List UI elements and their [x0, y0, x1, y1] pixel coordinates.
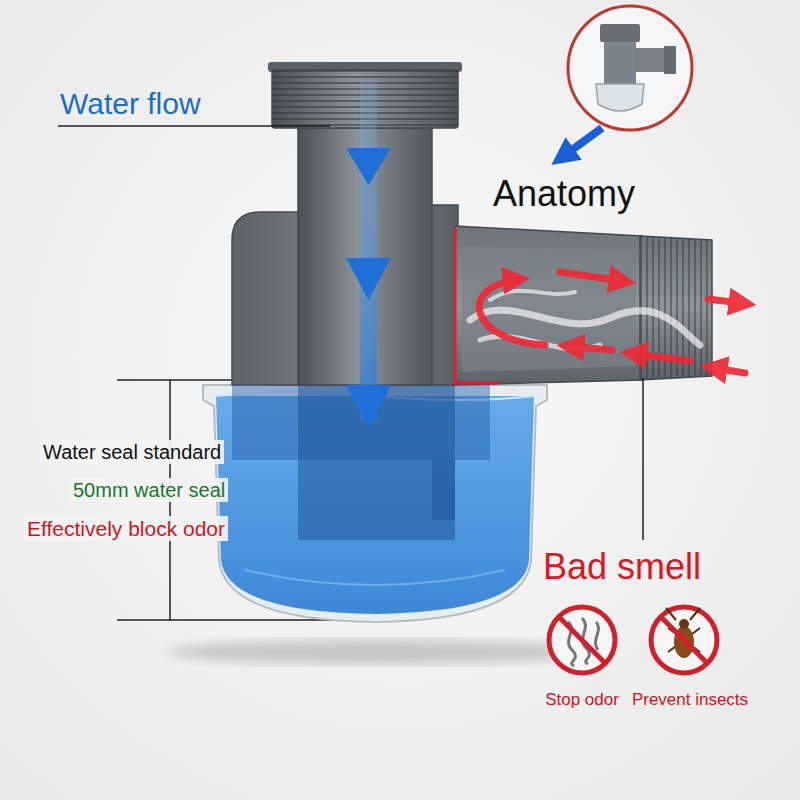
leader-line — [58, 125, 330, 127]
seal-standard-label: Water seal standard — [40, 440, 224, 464]
product-inset — [568, 6, 692, 130]
flow-arrows — [346, 148, 391, 428]
odor-block-label: Effectively block odor — [24, 516, 228, 541]
clear-cup — [203, 385, 547, 622]
no-insect-icon — [651, 607, 717, 673]
inset-pointer — [558, 128, 602, 160]
bad-smell-label: Bad smell — [540, 545, 704, 588]
outlet-pipe — [455, 226, 642, 385]
icon-caption: Stop odor — [542, 690, 622, 710]
flow-label: Water flow — [57, 86, 204, 122]
water-stream — [360, 80, 377, 420]
seal-depth-label: 50mm water seal — [70, 478, 228, 502]
shadow — [168, 640, 588, 664]
submerged-pipe — [298, 385, 455, 540]
cup-reflection — [245, 570, 505, 585]
no-odor-icon — [549, 607, 615, 673]
submerged-step — [432, 460, 455, 520]
anatomy-label: Anatomy — [490, 172, 638, 215]
dimension-line — [117, 619, 348, 621]
odor-arrows — [479, 272, 748, 373]
icon-caption: Prevent insects — [629, 690, 751, 710]
leader-line — [642, 378, 644, 540]
